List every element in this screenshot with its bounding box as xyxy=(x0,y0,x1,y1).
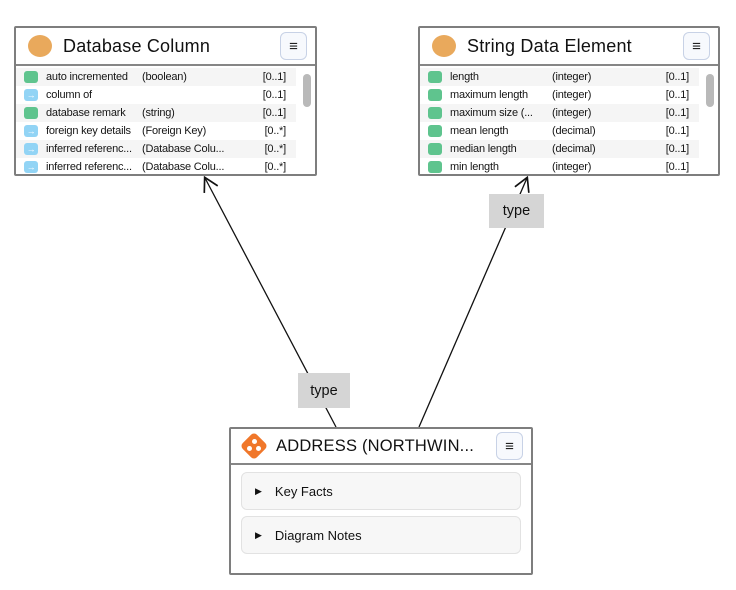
attribute-type: (integer) xyxy=(552,107,592,119)
node-title: ADDRESS (NORTHWIN... xyxy=(276,436,475,455)
scrollbar-thumb[interactable] xyxy=(706,74,714,107)
table-icon xyxy=(239,431,269,461)
attribute-row[interactable]: → inferred referenc... (Database Colu... [0… xyxy=(16,158,296,174)
caret-right-icon: ▶ xyxy=(255,529,262,540)
attribute-cardinality: [0..*] xyxy=(264,161,287,173)
attribute-row[interactable]: median length (decimal) [0..1] xyxy=(420,140,699,158)
section-label: Key Facts xyxy=(274,483,333,499)
section-key-facts[interactable]: ▶ Key Facts xyxy=(241,472,521,510)
attribute-type: (Foreign Key) xyxy=(142,125,207,137)
node-database-column[interactable]: Database Column ≡ auto incremented (boole… xyxy=(14,26,317,176)
attribute-icon xyxy=(24,71,38,83)
attribute-row[interactable]: maximum size (... (integer) [0..1] xyxy=(420,104,699,122)
edge-label-type[interactable]: type xyxy=(298,373,350,408)
attribute-name: median length xyxy=(450,143,517,155)
attribute-type: (integer) xyxy=(552,89,592,101)
attribute-row[interactable]: length (integer) [0..1] xyxy=(420,68,699,86)
relation-icon: → xyxy=(24,161,38,173)
attribute-name: length xyxy=(450,71,479,83)
menu-button[interactable]: ≡ xyxy=(280,32,307,60)
attribute-name: auto incremented xyxy=(46,71,128,83)
attribute-icon xyxy=(428,143,442,155)
attribute-row[interactable]: min length (integer) [0..1] xyxy=(420,158,699,174)
attribute-row[interactable]: database remark (string) [0..1] xyxy=(16,104,296,122)
node-address-table[interactable]: ADDRESS (NORTHWIN... ≡ ▶ Key Facts ▶ Dia… xyxy=(229,427,533,575)
relation-icon: → xyxy=(24,143,38,155)
node-header: Database Column ≡ xyxy=(16,28,315,66)
attribute-cardinality: [0..1] xyxy=(665,107,689,119)
attribute-row[interactable]: → column of [0..1] xyxy=(16,86,296,104)
attribute-row[interactable]: → inferred referenc... (Database Colu... [0… xyxy=(16,140,296,158)
attribute-cardinality: [0..*] xyxy=(264,125,287,137)
relation-icon: → xyxy=(24,89,38,101)
section-diagram-notes[interactable]: ▶ Diagram Notes xyxy=(241,516,521,554)
menu-button[interactable]: ≡ xyxy=(683,32,710,60)
attribute-type: (string) xyxy=(142,107,175,119)
attribute-icon xyxy=(428,125,442,137)
attribute-row[interactable]: auto incremented (boolean) [0..1] xyxy=(16,68,296,86)
attribute-cardinality: [0..1] xyxy=(665,161,689,173)
node-header: ADDRESS (NORTHWIN... ≡ xyxy=(231,429,531,465)
node-string-data-element[interactable]: String Data Element ≡ length (integer) [0.… xyxy=(418,26,720,176)
attribute-row[interactable]: → foreign key details (Foreign Key) [0..*] xyxy=(16,122,296,140)
attribute-icon xyxy=(24,107,38,119)
attribute-type: (integer) xyxy=(552,71,592,83)
attribute-type: (Database Colu... xyxy=(142,143,225,155)
attribute-cardinality: [0..*] xyxy=(264,143,287,155)
attribute-name: database remark xyxy=(46,107,126,119)
attribute-name: inferred referenc... xyxy=(46,161,132,173)
attribute-icon xyxy=(428,71,442,83)
attribute-name: maximum size (... xyxy=(450,107,533,119)
attribute-cardinality: [0..1] xyxy=(262,71,286,83)
attribute-name: maximum length xyxy=(450,89,528,101)
attribute-icon xyxy=(428,89,442,101)
section-label: Diagram Notes xyxy=(274,527,362,543)
attribute-name: inferred referenc... xyxy=(46,143,132,155)
class-icon xyxy=(432,35,456,57)
node-header: String Data Element ≡ xyxy=(420,28,718,66)
attribute-name: min length xyxy=(450,161,499,173)
attribute-name: column of xyxy=(46,89,92,101)
node-title: Database Column xyxy=(63,35,211,56)
relation-icon: → xyxy=(24,125,38,137)
attribute-row[interactable]: mean length (decimal) [0..1] xyxy=(420,122,699,140)
attribute-name: foreign key details xyxy=(46,125,131,137)
node-title: String Data Element xyxy=(467,35,632,56)
attribute-name: mean length xyxy=(450,125,509,137)
attribute-cardinality: [0..1] xyxy=(665,125,689,137)
caret-right-icon: ▶ xyxy=(255,485,262,496)
attribute-row[interactable]: maximum length (integer) [0..1] xyxy=(420,86,699,104)
menu-button[interactable]: ≡ xyxy=(496,432,523,460)
attribute-cardinality: [0..1] xyxy=(262,89,286,101)
attribute-list: length (integer) [0..1] maximum length (inte… xyxy=(420,68,699,174)
attribute-type: (decimal) xyxy=(552,143,596,155)
attribute-type: (boolean) xyxy=(142,71,187,83)
attribute-icon xyxy=(428,107,442,119)
attribute-icon xyxy=(428,161,442,173)
edge-label-type[interactable]: type xyxy=(489,194,544,228)
attribute-cardinality: [0..1] xyxy=(665,143,689,155)
attribute-type: (Database Colu... xyxy=(142,161,225,173)
attribute-cardinality: [0..1] xyxy=(262,107,286,119)
attribute-cardinality: [0..1] xyxy=(665,71,689,83)
class-icon xyxy=(28,35,52,57)
attribute-cardinality: [0..1] xyxy=(665,89,689,101)
attribute-type: (decimal) xyxy=(552,125,596,137)
attribute-type: (integer) xyxy=(552,161,592,173)
scrollbar-thumb[interactable] xyxy=(303,74,311,107)
attribute-list: auto incremented (boolean) [0..1] → column o… xyxy=(16,68,296,174)
